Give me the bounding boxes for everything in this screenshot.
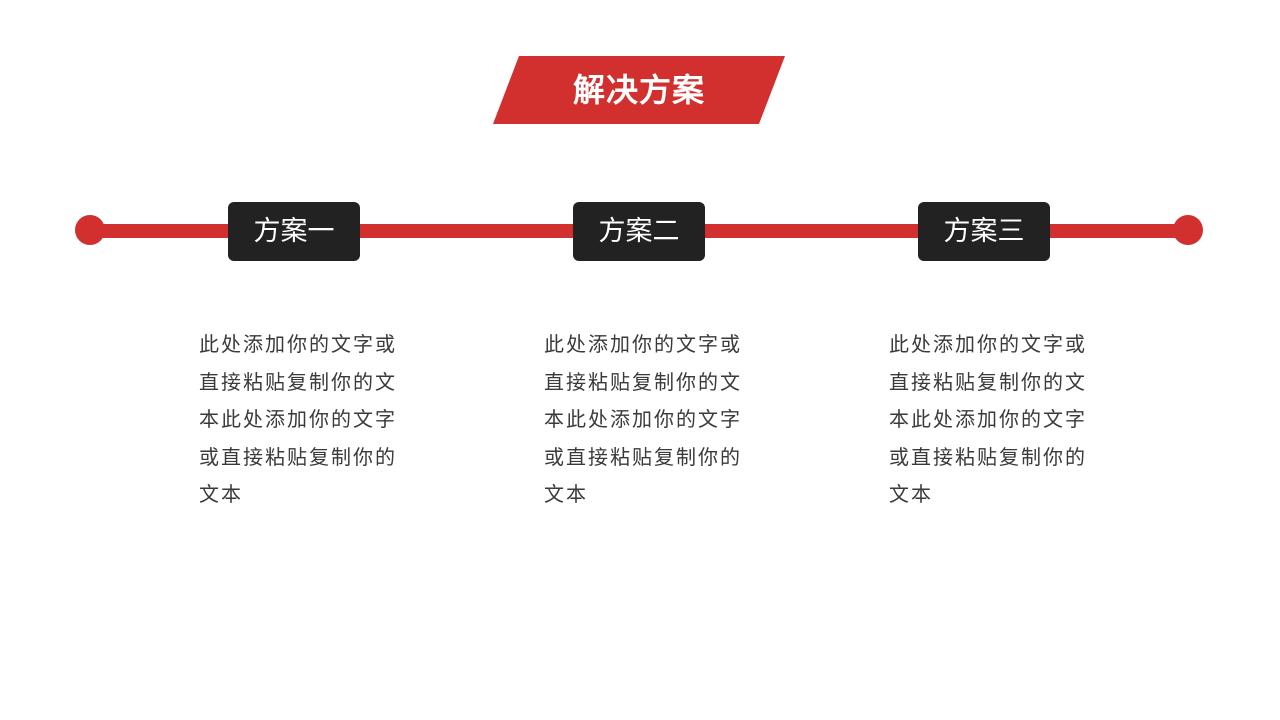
page-title: 解决方案 [572,71,705,109]
step-description-1: 此处添加你的文字或直接粘贴复制你的文本此处添加你的文字或直接粘贴复制你的文本 [199,332,397,506]
timeline-end-dot [1173,215,1203,245]
step-description-3: 此处添加你的文字或直接粘贴复制你的文本此处添加你的文字或直接粘贴复制你的文本 [889,332,1087,506]
step-label-3: 方案三 [918,202,1050,261]
timeline-start-dot [75,215,105,245]
title-banner-shape [493,56,785,124]
title-banner: 解决方案 [493,56,785,124]
step-label-2: 方案二 [573,202,705,261]
step-label-1: 方案一 [228,202,360,261]
step-description-2: 此处添加你的文字或直接粘贴复制你的文本此处添加你的文字或直接粘贴复制你的文本 [544,332,742,506]
